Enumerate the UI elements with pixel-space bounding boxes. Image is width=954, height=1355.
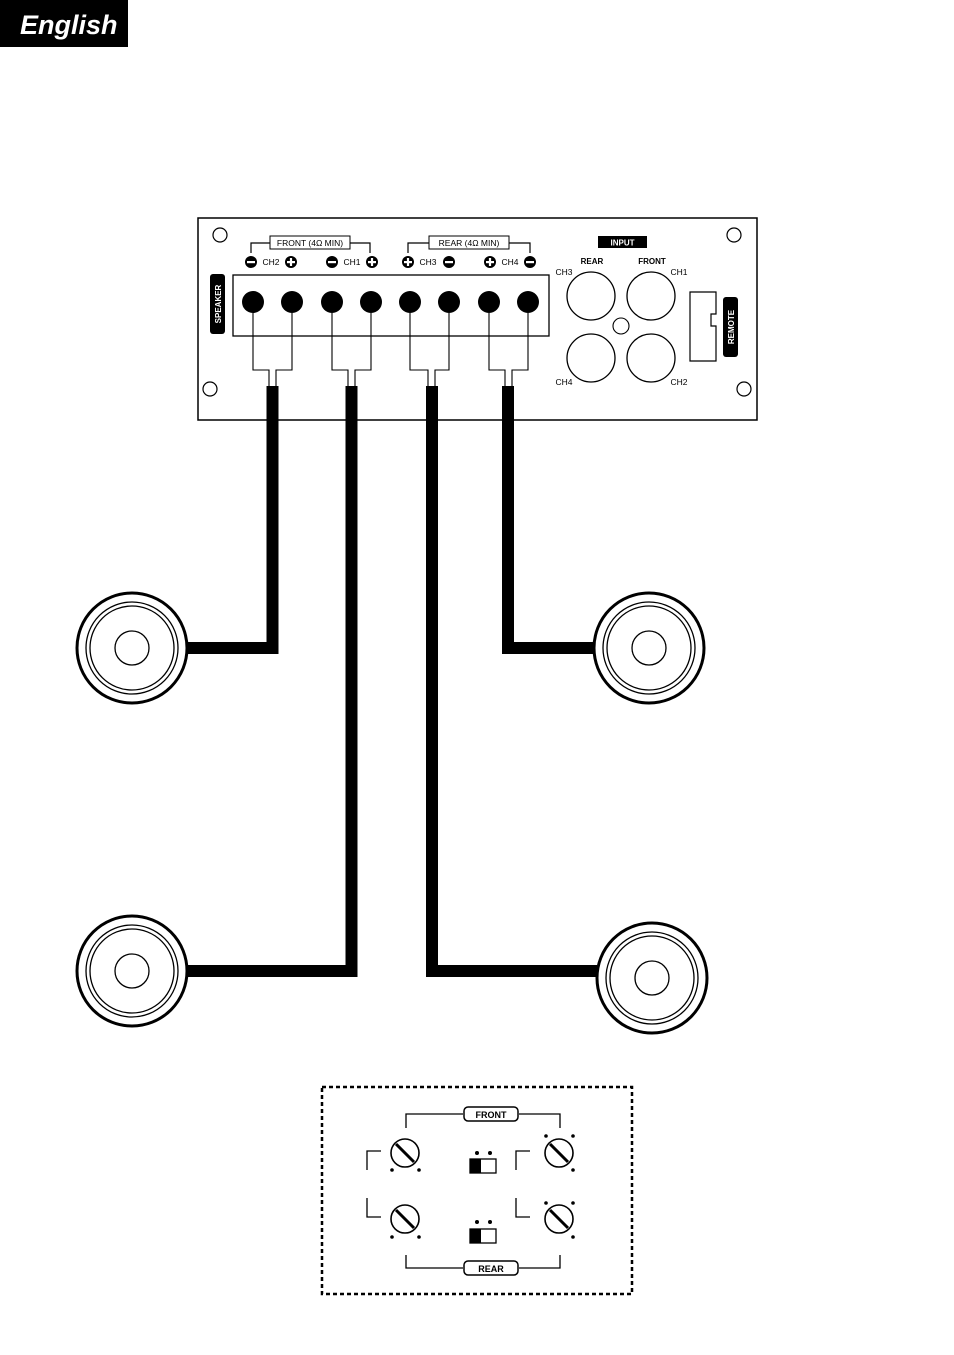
terminal-screw [321,291,343,313]
terminal-screw [438,291,460,313]
rca-jack [567,272,615,320]
terminal-screw [517,291,539,313]
mounting-hole [213,228,227,242]
remote-connector [690,292,716,361]
terminal-ch-label: CH4 [501,257,518,267]
terminal-screw [478,291,500,313]
front-group-label: FRONT (4Ω MIN) [277,238,343,248]
terminal-block [233,275,549,336]
input-label: INPUT [611,239,635,248]
rca-jack [567,334,615,382]
minus-terminal-icon [245,256,257,268]
control-panel-inset: FRONT REAR [322,1087,632,1294]
amplifier-panel: SPEAKER FRONT (4Ω MIN) REAR (4Ω MIN) CH2… [198,218,757,420]
minus-terminal-icon [326,256,338,268]
cable-front-right [508,386,595,648]
rca-ch-label: CH1 [670,267,687,277]
terminal-ch-label: CH1 [343,257,360,267]
speaker-icon [597,923,707,1033]
plus-terminal-icon [366,256,378,268]
terminal-screw [281,291,303,313]
rca-jack [627,334,675,382]
speaker-icon [77,916,187,1026]
rca-jack [627,272,675,320]
terminal-screw [242,291,264,313]
plus-terminal-icon [484,256,496,268]
remote-label: REMOTE [727,309,736,344]
minus-terminal-icon [443,256,455,268]
rca-ch-label: CH2 [670,377,687,387]
speaker-cables [187,386,597,971]
input-rear-label: REAR [581,257,604,266]
speaker-icon [77,593,187,703]
cable-front-left [187,386,273,648]
speaker-label: SPEAKER [214,284,223,323]
input-front-label: FRONT [638,257,666,266]
speaker-icon [594,593,704,703]
terminal-screw [360,291,382,313]
terminal-screw [399,291,421,313]
plus-terminal-icon [285,256,297,268]
rear-group-label: REAR (4Ω MIN) [439,238,500,248]
terminal-ch-label: CH3 [419,257,436,267]
rca-ch-label: CH4 [555,377,572,387]
rear-badge-label: REAR [478,1264,504,1274]
mounting-hole [737,382,751,396]
minus-terminal-icon [524,256,536,268]
mounting-hole [203,382,217,396]
mounting-hole [727,228,741,242]
cable-rear-right [432,386,597,971]
plus-terminal-icon [402,256,414,268]
front-badge-label: FRONT [476,1110,507,1120]
center-screw [613,318,629,334]
rca-ch-label: CH3 [555,267,572,277]
terminal-ch-label: CH2 [262,257,279,267]
